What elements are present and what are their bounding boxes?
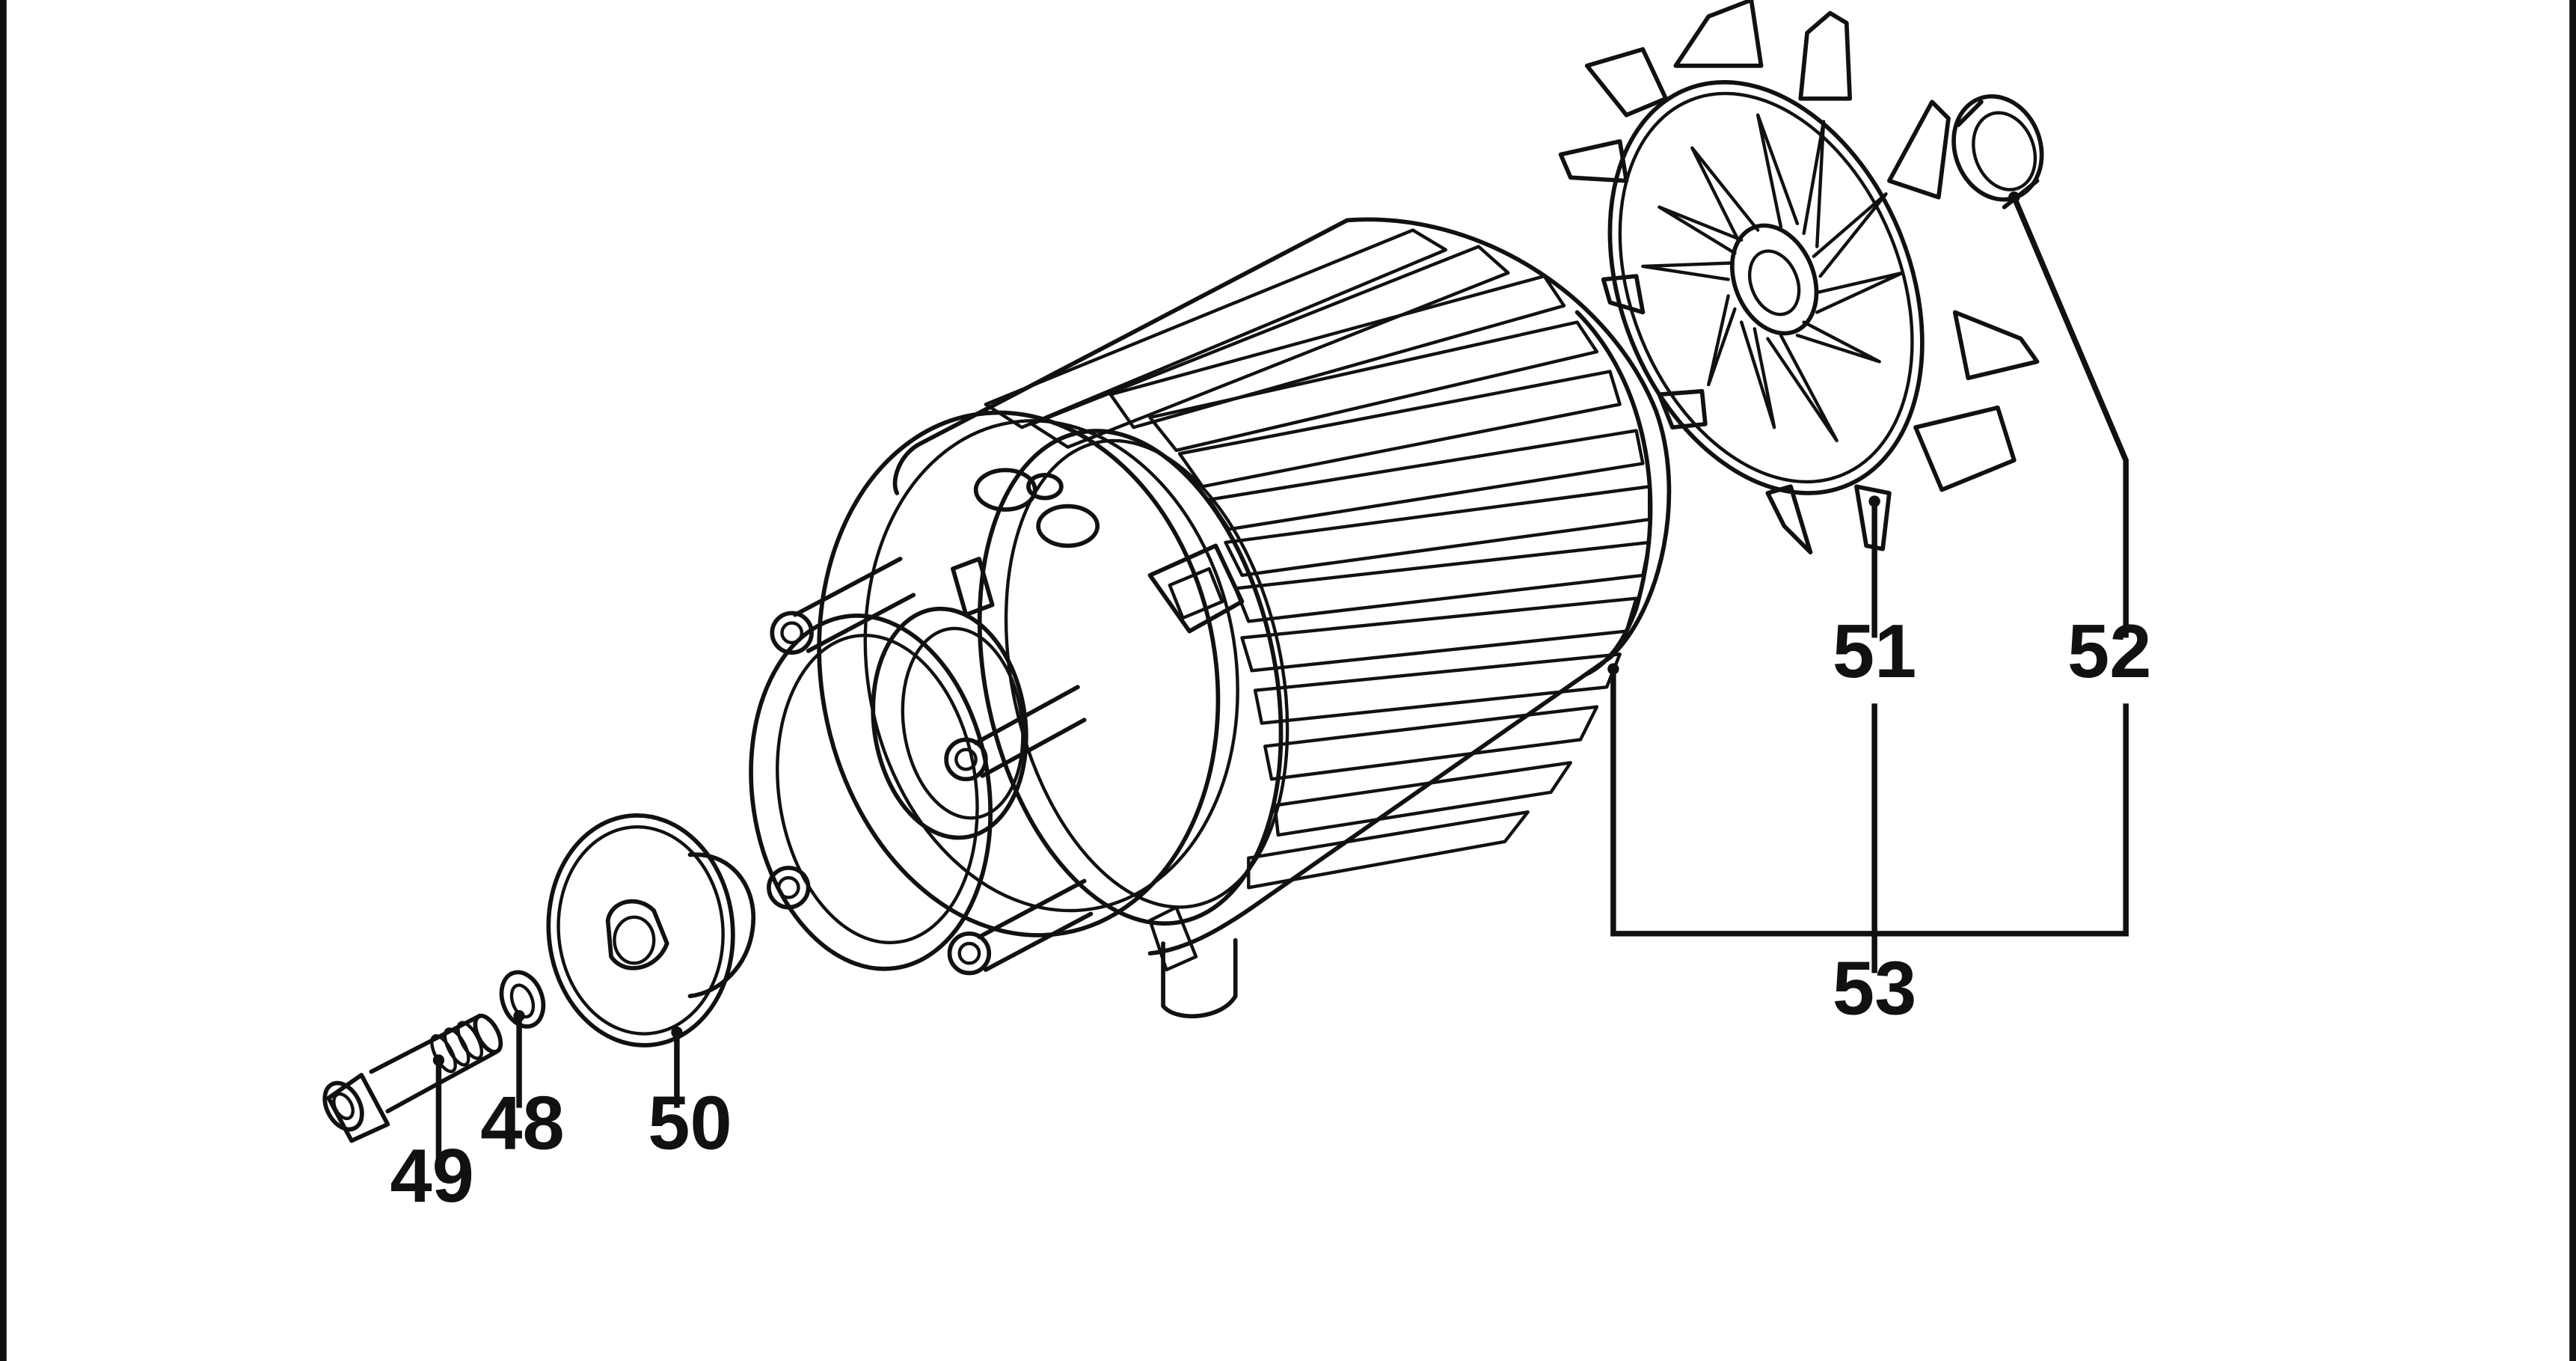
callout-50: 50 <box>648 1082 732 1166</box>
callout-48: 48 <box>480 1082 564 1166</box>
washer-part-48 <box>499 970 546 1029</box>
leader-line-52 <box>2011 196 2129 638</box>
leader-bracket-53 <box>1610 669 2129 937</box>
callout-52: 52 <box>2067 610 2151 694</box>
leader-lines <box>432 191 2129 1160</box>
bolt-part-49 <box>322 1013 503 1143</box>
callout-53: 53 <box>1833 946 1916 1030</box>
motor-housing <box>749 217 1672 1019</box>
callout-49: 49 <box>390 1134 473 1218</box>
callout-labels: 49 48 50 51 52 53 <box>390 610 2151 1218</box>
seal-ring-part-52 <box>1951 94 2044 209</box>
leader-dot-50 <box>671 1026 683 1039</box>
callout-51: 51 <box>1833 610 1916 694</box>
end-cap-part-50 <box>546 813 756 1047</box>
fan-part-51 <box>1558 0 2040 555</box>
leader-dot-51 <box>1868 495 1880 507</box>
